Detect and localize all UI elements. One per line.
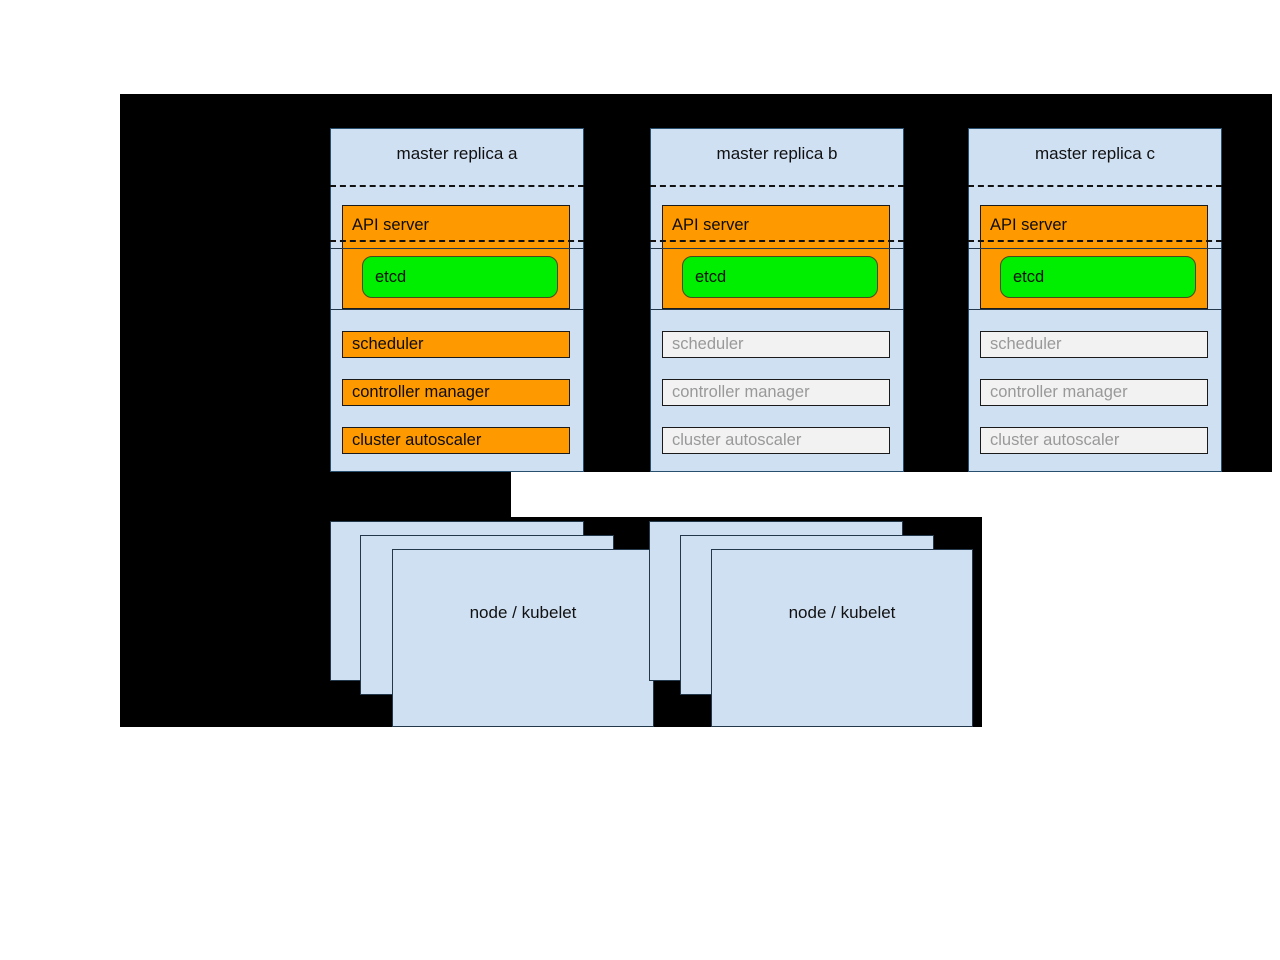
replica-c-controller-manager-label: controller manager [990, 383, 1128, 402]
replica-c-etcd-label: etcd [1013, 267, 1045, 286]
replica-c-cluster-autoscaler-label: cluster autoscaler [990, 431, 1120, 450]
replica-a-api-server-label: API server [352, 216, 430, 234]
replica-c-dashed-top [968, 185, 1222, 187]
replica-a-cluster-autoscaler[interactable]: cluster autoscaler [342, 427, 570, 454]
replica-c-controller-manager[interactable]: controller manager [980, 379, 1208, 406]
node-group-1-card-front[interactable]: node / kubelet [392, 549, 654, 727]
replica-c-etcd[interactable]: etcd [1000, 256, 1196, 298]
replica-b-scheduler[interactable]: scheduler [662, 331, 890, 358]
replica-b-title: master replica b [716, 144, 838, 163]
replica-a-cluster-autoscaler-label: cluster autoscaler [352, 431, 482, 450]
replica-b-scheduler-label: scheduler [672, 335, 744, 354]
replica-c-title: master replica c [1035, 144, 1155, 163]
replica-a-title: master replica a [396, 144, 518, 163]
replica-b-dashed-mid [650, 240, 904, 242]
replica-c-api-server-label: API server [990, 216, 1068, 234]
replica-b-controller-manager[interactable]: controller manager [662, 379, 890, 406]
replica-c-cluster-autoscaler[interactable]: cluster autoscaler [980, 427, 1208, 454]
replica-c-dashed-mid [968, 240, 1222, 242]
replica-a-controller-manager[interactable]: controller manager [342, 379, 570, 406]
replica-c-solid-lower [968, 309, 1222, 310]
backdrop-midband [120, 472, 511, 517]
replica-a-etcd[interactable]: etcd [362, 256, 558, 298]
replica-b-cluster-autoscaler[interactable]: cluster autoscaler [662, 427, 890, 454]
replica-b-solid-upper [650, 248, 904, 249]
replica-b-api-server-label: API server [672, 216, 750, 234]
replica-a-etcd-label: etcd [375, 267, 407, 286]
replica-a-controller-manager-label: controller manager [352, 383, 490, 402]
node-group-2-card-front[interactable]: node / kubelet [711, 549, 973, 727]
replica-a-solid-lower [330, 309, 584, 310]
replica-c-scheduler[interactable]: scheduler [980, 331, 1208, 358]
replica-a-solid-upper [330, 248, 584, 249]
replica-c-scheduler-label: scheduler [990, 335, 1062, 354]
replica-b-etcd-label: etcd [695, 267, 727, 286]
node-group-2-label: node / kubelet [788, 603, 896, 622]
replica-a-scheduler[interactable]: scheduler [342, 331, 570, 358]
replica-b-etcd[interactable]: etcd [682, 256, 878, 298]
replica-a-scheduler-label: scheduler [352, 335, 424, 354]
replica-c-solid-upper [968, 248, 1222, 249]
replica-a-dashed-top [330, 185, 584, 187]
replica-b-dashed-top [650, 185, 904, 187]
replica-a-dashed-mid [330, 240, 584, 242]
replica-b-solid-lower [650, 309, 904, 310]
replica-b-controller-manager-label: controller manager [672, 383, 810, 402]
node-group-1-label: node / kubelet [469, 603, 577, 622]
replica-b-cluster-autoscaler-label: cluster autoscaler [672, 431, 802, 450]
